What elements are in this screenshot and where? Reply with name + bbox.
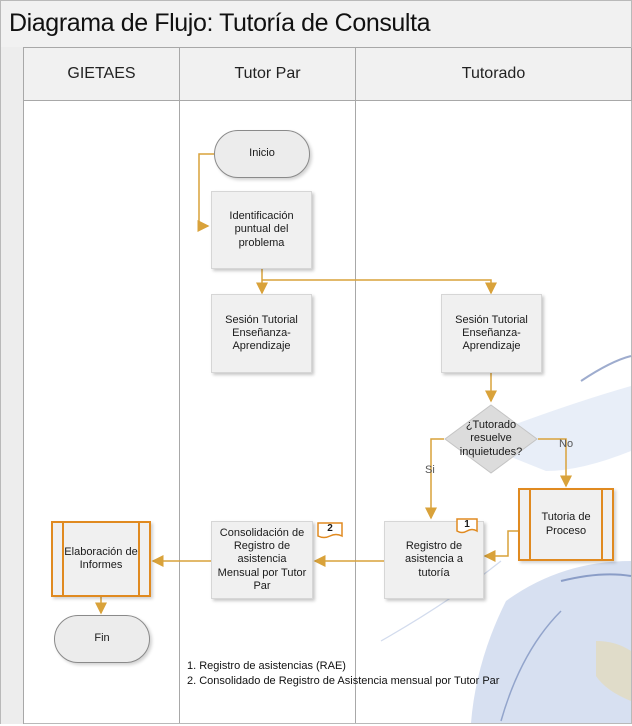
node-tutoria-proceso: Tutoria de Proceso (518, 488, 614, 561)
node-elaboracion: Elaboración de Informes (51, 521, 151, 597)
node-registro: Registro de asistencia a tutoría (384, 521, 484, 599)
footnote-1: 1. Registro de asistencias (RAE) (187, 660, 346, 672)
connector-inicio-identificacion (197, 153, 214, 232)
node-decision: ¿Tutorado resuelve inquietudes? (459, 419, 523, 458)
lane-header-tutorado: Tutorado (356, 48, 632, 101)
node-sesion-tutorado: Sesión Tutorial Enseñanza-Aprendizaje (441, 294, 542, 373)
branch-label-si: Si (425, 464, 435, 476)
lane-header-gietaes: GIETAES (24, 48, 180, 101)
connector-tutoria-registro (483, 530, 518, 562)
connector-decision-si-registro (425, 438, 444, 520)
doc-marker-1-label: 1 (464, 518, 470, 530)
node-decision-shape (444, 404, 538, 474)
branch-label-no: No (559, 438, 574, 450)
doc-marker-1: 1 (456, 518, 478, 536)
title-bar: Diagrama de Flujo: Tutoría de Consulta (1, 1, 631, 48)
node-sesion-tutor: Sesión Tutorial Enseñanza-Aprendizaje (211, 294, 312, 373)
node-fin: Fin (54, 615, 150, 663)
lane-header-tutor-par: Tutor Par (180, 48, 356, 101)
connector-identificacion-sesion-tutorado (262, 279, 497, 295)
connector-decision-no-tutoria (538, 438, 572, 488)
node-consolidacion: Consolidación de Registro de asistencia … (211, 521, 313, 599)
node-inicio: Inicio (214, 130, 310, 178)
pool-left-strip (1, 47, 24, 724)
footnotes: 1. Registro de asistencias (RAE) 2. Cons… (187, 659, 499, 689)
footnote-2: 2. Consolidado de Registro de Asistencia… (187, 675, 500, 687)
node-identificacion: Identificación puntual del problema (211, 191, 312, 269)
diagram-title: Diagrama de Flujo: Tutoría de Consulta (9, 9, 431, 37)
doc-marker-2-label: 2 (327, 523, 333, 535)
doc-marker-2: 2 (317, 522, 343, 541)
